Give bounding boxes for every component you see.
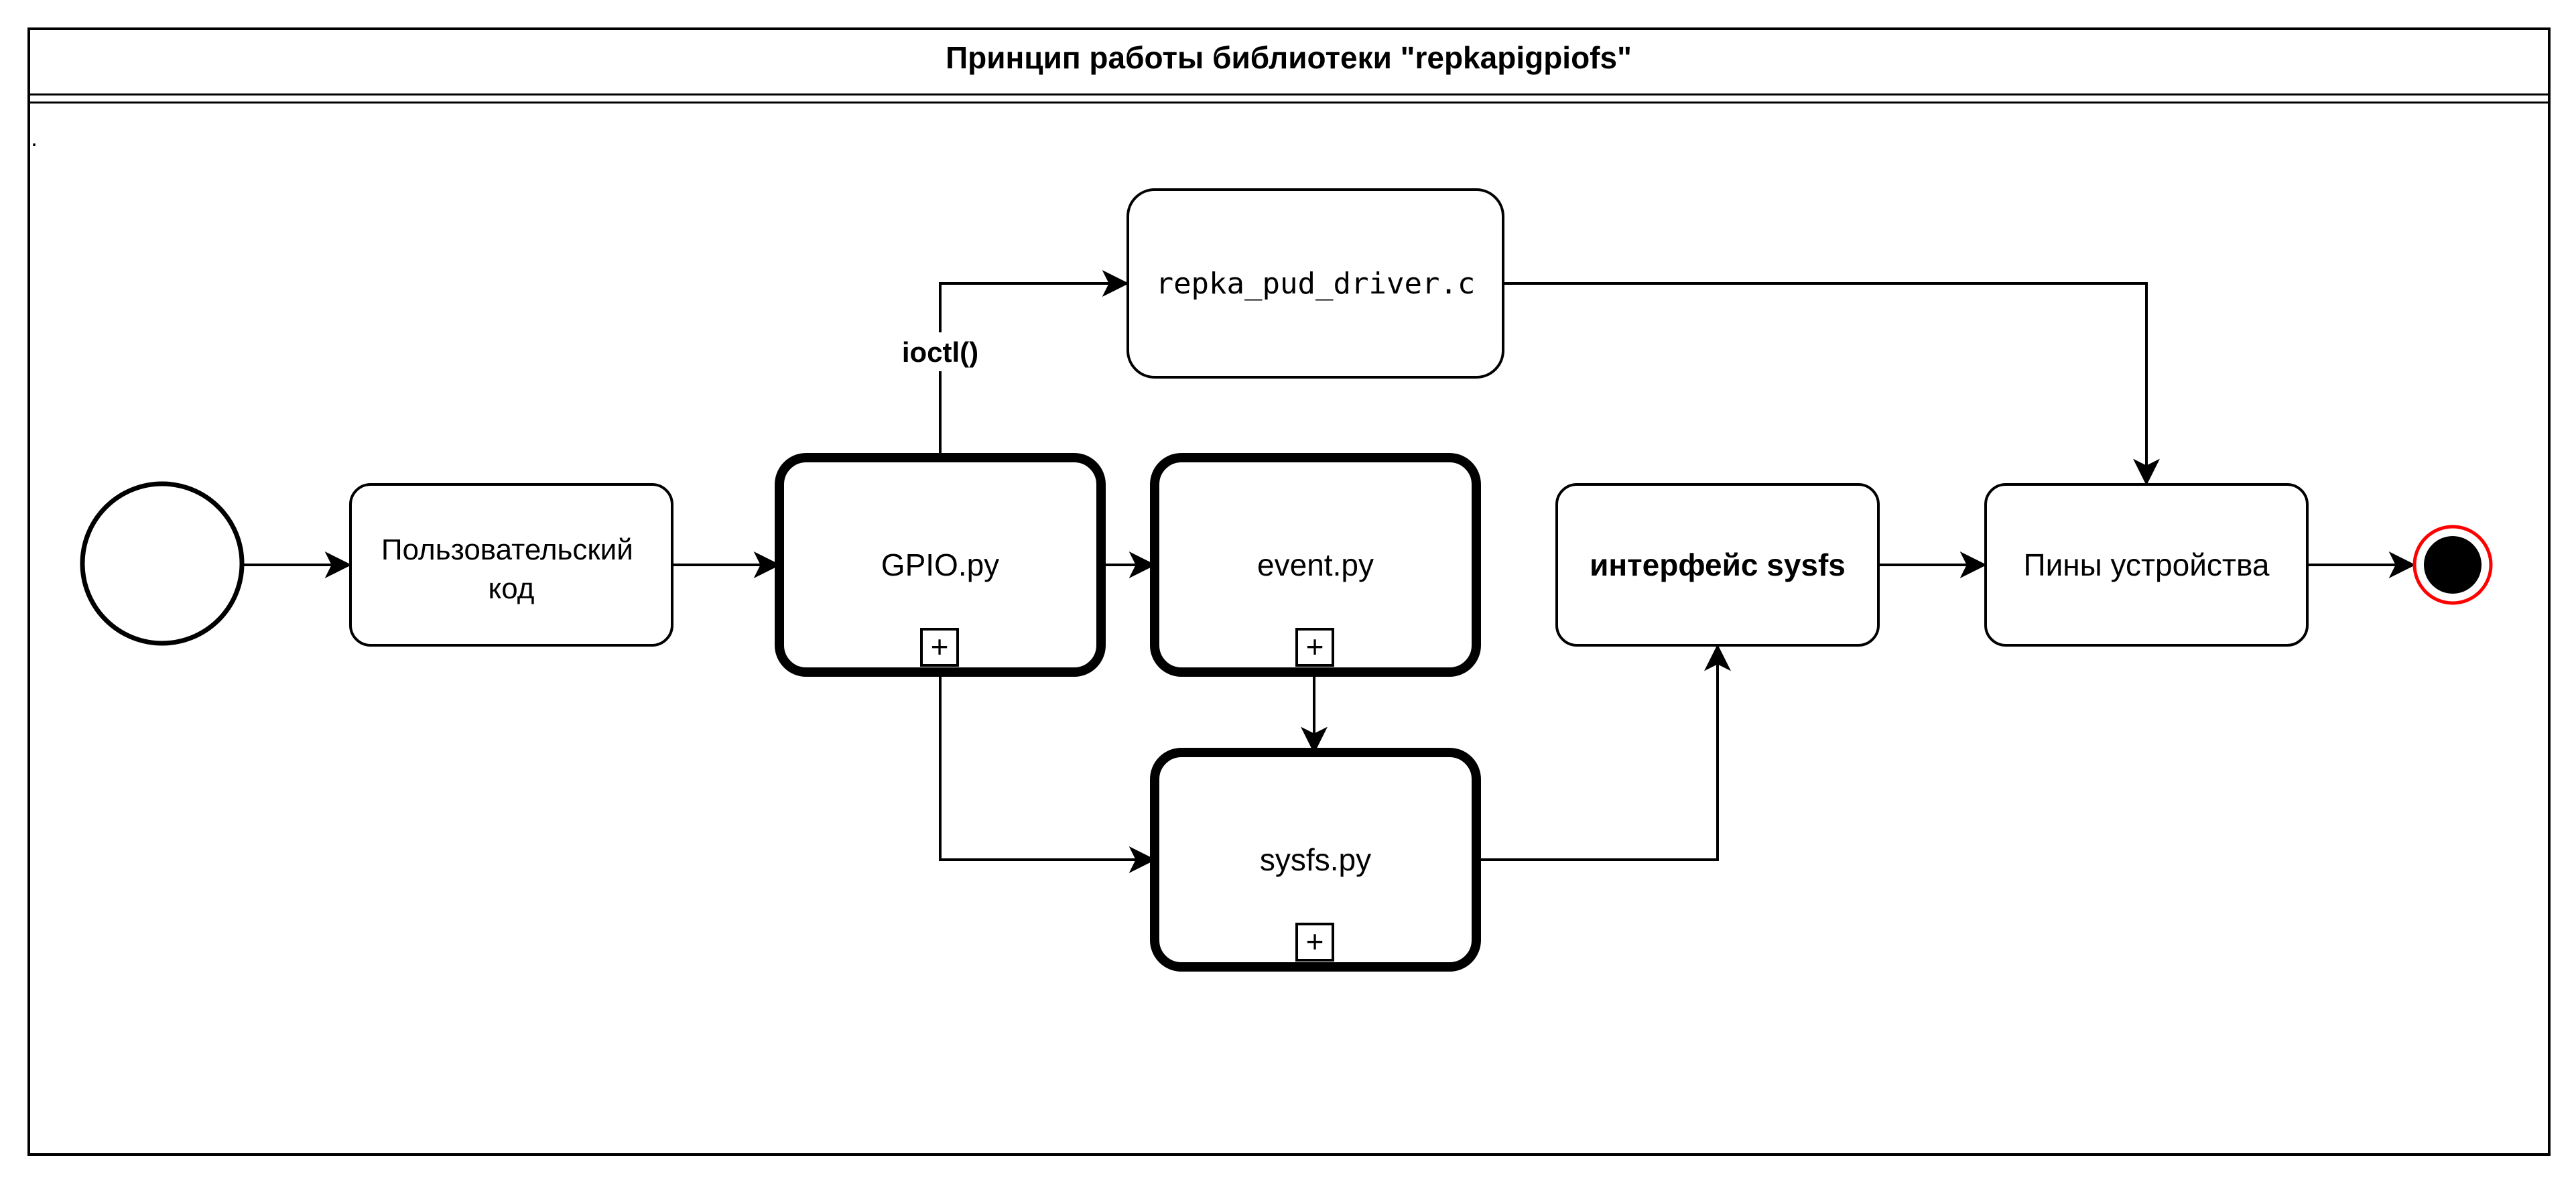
edge-driver-to-pins	[1503, 282, 2160, 486]
task-device-pins	[1984, 483, 2309, 647]
edge-gpio-to-sysfs-py	[939, 672, 1156, 873]
subprocess-gpio-marker	[920, 628, 959, 667]
ioctl-label-bg	[901, 332, 979, 371]
edge-label-ioctl: ioctl()	[902, 336, 978, 368]
diagram-edges	[243, 270, 2416, 873]
end-event	[2412, 525, 2493, 605]
plus-icon: +	[931, 629, 949, 664]
edge-sysfs-py-to-iface	[1476, 644, 1731, 861]
subprocess-event-marker	[1295, 628, 1334, 667]
stray-dot: .	[31, 124, 38, 151]
subprocess-gpio-label: GPIO.py	[881, 547, 999, 582]
start-event	[80, 481, 245, 646]
subprocess-gpio	[775, 453, 1106, 677]
plus-icon: +	[1306, 629, 1324, 664]
task-user-code	[349, 483, 673, 647]
task-sysfs-interface-label: интерфейс sysfs	[1590, 547, 1846, 582]
task-user-code-label: Пользовательский код	[381, 533, 641, 605]
plus-icon: +	[1306, 924, 1324, 959]
task-device-pins-label: Пины устройства	[2024, 547, 2270, 582]
subprocess-sysfs-py-label: sysfs.py	[1260, 842, 1371, 877]
edge-gpio-to-driver	[939, 270, 1129, 454]
subprocess-sysfs-py-marker	[1295, 923, 1334, 962]
task-driver-label: repka_pud_driver.c	[1156, 267, 1476, 301]
task-sysfs-interface	[1555, 483, 1880, 647]
task-user-code-line2: код	[489, 572, 535, 605]
subprocess-event	[1150, 453, 1481, 677]
subprocess-event-label: event.py	[1257, 547, 1374, 582]
subprocess-sysfs-py	[1150, 748, 1481, 972]
diagram-title: Принцип работы библиотеки "repkapigpiofs…	[946, 40, 1632, 75]
task-driver	[1126, 188, 1504, 379]
task-user-code-line1: Пользовательский	[381, 533, 633, 566]
